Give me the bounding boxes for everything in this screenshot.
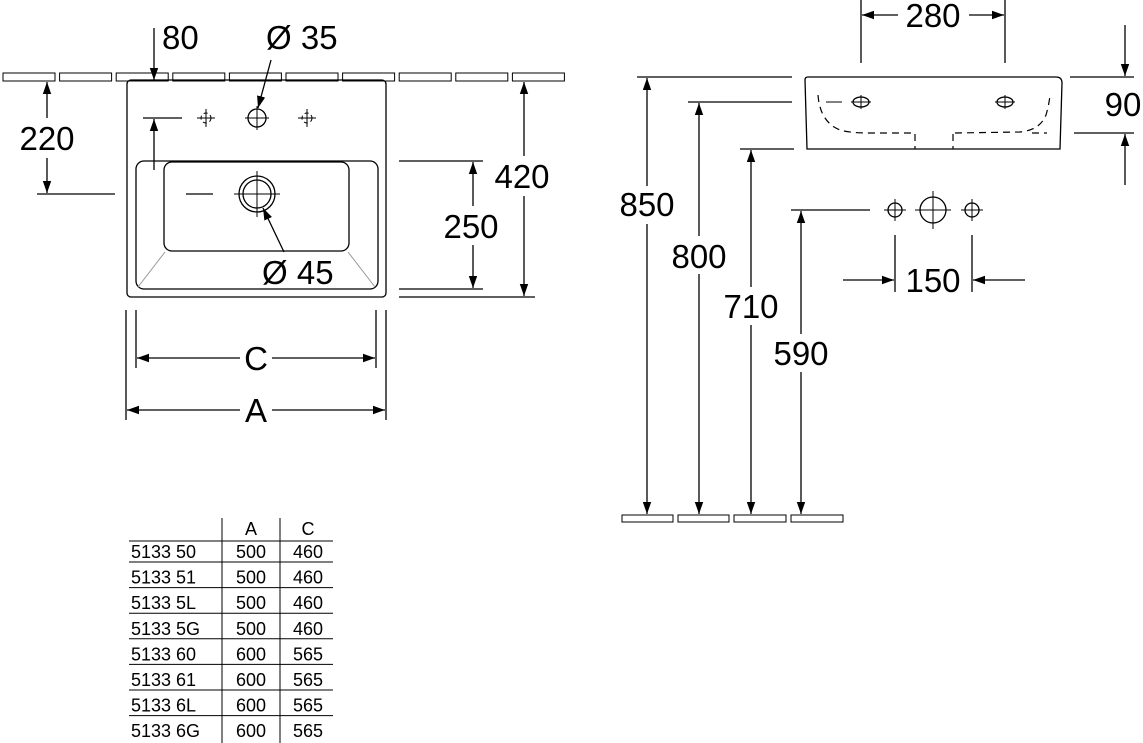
tap-hole-left-icon <box>197 109 215 127</box>
table-cell-A: 500 <box>236 619 266 639</box>
table-row: 5133 51 500 460 <box>129 568 333 589</box>
table-cell-C: 460 <box>293 593 323 613</box>
dim-C-label: C <box>244 340 268 377</box>
table-cell-A: 500 <box>236 542 266 562</box>
table-cell-model: 5133 5L <box>131 593 196 613</box>
dim-dia45-label: Ø 45 <box>262 254 334 291</box>
wall-tile <box>398 72 452 82</box>
dim-710-label: 710 <box>723 288 778 325</box>
wall-tile <box>115 72 169 82</box>
table-cell-model: 5133 6G <box>131 721 200 741</box>
dim-590-label: 590 <box>773 335 828 372</box>
table-cell-A: 600 <box>236 696 266 716</box>
table-cell-model: 5133 61 <box>131 670 196 690</box>
table-header-C: C <box>302 519 315 539</box>
wall-tile <box>285 72 339 82</box>
wall-hole-center-icon <box>915 191 951 229</box>
table-cell-C: 460 <box>293 619 323 639</box>
dimensions-table: A C 5133 50 500 460 5133 51 500 460 5133 5L 500… <box>129 518 333 743</box>
wall-tile <box>2 72 56 82</box>
tap-hole-center-icon <box>245 106 269 130</box>
side-view: 280 90 850 800 710 590 <box>619 0 1142 523</box>
wall-tile <box>228 72 282 82</box>
wall-tile <box>59 72 113 82</box>
table-cell-model: 5133 51 <box>131 568 196 588</box>
dim-420-label: 420 <box>494 158 549 195</box>
table-row: 5133 5G 500 460 <box>129 619 333 640</box>
table-cell-C: 460 <box>293 568 323 588</box>
table-cell-A: 600 <box>236 670 266 690</box>
table-row: 5133 61 600 565 <box>129 670 333 691</box>
dim-150-label: 150 <box>905 262 960 299</box>
table-row: 5133 60 600 565 <box>129 644 333 665</box>
table-cell-C: 565 <box>293 696 323 716</box>
table-cell-C: 460 <box>293 542 323 562</box>
table-cell-model: 5133 5G <box>131 619 200 639</box>
tap-hole-right-icon <box>298 109 316 127</box>
table-cell-A: 600 <box>236 644 266 664</box>
table-cell-A: 500 <box>236 593 266 613</box>
dim-280-label: 280 <box>905 0 960 34</box>
table-cell-C: 565 <box>293 721 323 741</box>
side-hole-right-icon <box>995 95 1015 109</box>
bowl-slope-right <box>347 251 376 288</box>
bowl-rim <box>135 160 379 290</box>
table-row: 5133 5L 500 460 <box>129 593 333 614</box>
plan-view: 80 Ø 35 220 Ø 45 250 420 C <box>2 19 565 429</box>
dim-dia35-label: Ø 35 <box>266 19 338 56</box>
table-row: 5133 6G 600 565 <box>131 721 323 741</box>
wall-tile <box>172 72 226 82</box>
table-header-A: A <box>245 519 257 539</box>
basin-side-outline <box>804 76 1063 150</box>
dim-800-label: 800 <box>671 238 726 275</box>
table-cell-C: 565 <box>293 644 323 664</box>
side-hole-left-icon <box>851 95 871 109</box>
table-cell-model: 5133 60 <box>131 644 196 664</box>
bowl-basin <box>163 161 350 252</box>
wall-hole-right-icon <box>961 199 983 221</box>
table-cell-model: 5133 6L <box>131 696 196 716</box>
dim-850-label: 850 <box>619 186 674 223</box>
table-cell-C: 565 <box>293 670 323 690</box>
dim-250-label: 250 <box>443 208 498 245</box>
wall-tile <box>342 72 396 82</box>
table-row: 5133 50 500 460 <box>129 542 333 563</box>
table-cell-A: 600 <box>236 721 266 741</box>
table-cell-model: 5133 50 <box>131 542 196 562</box>
dim-220-label: 220 <box>19 120 74 157</box>
wall-tile <box>511 72 565 82</box>
wall-tiles <box>2 72 565 82</box>
floor-tiles <box>621 514 844 523</box>
bowl-slope-left <box>137 251 166 288</box>
dim-A-label: A <box>245 392 267 429</box>
dim-80-label: 80 <box>162 19 199 56</box>
table-row: 5133 6L 600 565 <box>129 696 333 717</box>
dim-90-label: 90 <box>1105 86 1142 123</box>
wall-tile <box>455 72 509 82</box>
wall-hole-left-icon <box>884 199 906 221</box>
table-cell-A: 500 <box>236 568 266 588</box>
drain-icon <box>234 171 280 217</box>
basin-outline <box>126 79 387 298</box>
